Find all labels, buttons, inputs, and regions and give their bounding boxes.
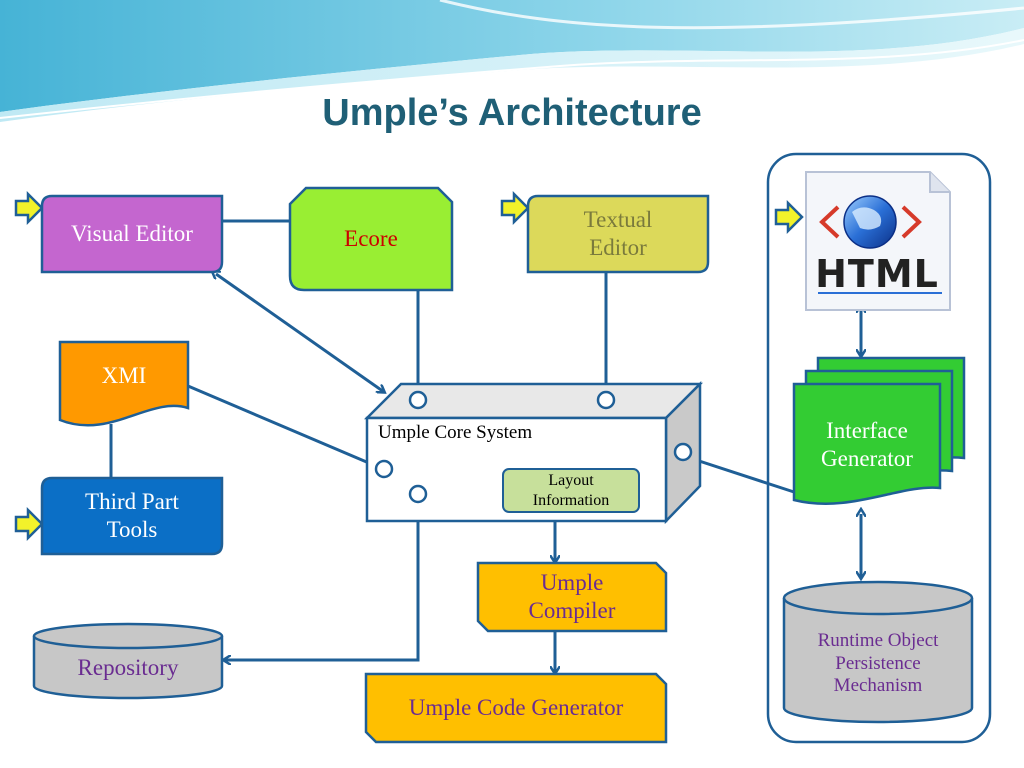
xmi-text: XMI	[101, 363, 147, 389]
input-arrow-textual	[500, 190, 530, 226]
connector-xmi-core	[187, 384, 377, 468]
layout-line2: Information	[532, 491, 610, 509]
third-party-tools-box	[40, 476, 224, 556]
html-logo	[805, 171, 951, 311]
layout-line1: Layout	[548, 472, 594, 490]
textual-editor-line2: Editor	[589, 235, 647, 260]
input-arrow-thirdparty	[14, 506, 44, 542]
port-circles	[374, 390, 693, 504]
connectors	[109, 219, 861, 673]
visual-editor-label: Visual Editor	[42, 196, 222, 272]
third-party-tools-label: Third Part Tools	[42, 478, 222, 554]
code-generator-text: Umple Code Generator	[408, 695, 624, 721]
runtime-line2: Persistence	[835, 652, 921, 674]
interface-generator-stack	[792, 356, 966, 505]
umple-code-generator-box	[364, 672, 668, 744]
slide-title: Umple’s Architecture	[322, 92, 702, 134]
runtime-persistence-cylinder	[782, 580, 974, 724]
interface-generator-label: Interface Generator	[794, 410, 940, 480]
core-system-label: Umple Core System	[378, 422, 533, 443]
umple-compiler-label: Umple Compiler	[478, 563, 666, 631]
xmi-box	[58, 340, 190, 427]
textual-editor-label: Textual Editor	[528, 196, 708, 272]
layout-information-box	[502, 468, 640, 513]
xmi-label: XMI	[60, 352, 188, 400]
third-party-line2: Tools	[106, 517, 158, 542]
interface-line1: Interface	[826, 418, 908, 444]
connector-core-interface	[689, 456, 795, 494]
umple-compiler-box	[476, 561, 668, 633]
textual-editor-box	[526, 194, 710, 274]
header-wave-banner	[0, 0, 1024, 122]
input-arrow-visual	[14, 190, 44, 226]
ecore-text: Ecore	[344, 226, 398, 252]
umple-code-generator-label: Umple Code Generator	[366, 674, 666, 742]
textual-editor-line1: Textual	[583, 207, 653, 233]
runtime-persistence-label: Runtime Object Persistence Mechanism	[784, 624, 972, 704]
runtime-line3: Mechanism	[833, 675, 923, 697]
repository-text: Repository	[77, 655, 179, 681]
connector-visual-core	[216, 274, 384, 392]
compiler-line1: Umple	[540, 570, 604, 596]
runtime-line1: Runtime Object	[817, 629, 939, 651]
compiler-line2: Compiler	[528, 598, 616, 623]
repository-label: Repository	[34, 648, 222, 688]
visual-editor-box	[40, 194, 224, 274]
ecore-box	[288, 186, 454, 292]
ecore-label: Ecore	[290, 188, 452, 290]
third-party-line1: Third Part	[85, 489, 179, 515]
visual-editor-text: Visual Editor	[71, 221, 193, 247]
layout-information-label: Layout Information	[503, 469, 639, 512]
input-arrow-html	[774, 199, 804, 235]
input-arrows	[14, 190, 804, 542]
html-logo-text: HTML	[815, 252, 939, 296]
interface-line2: Generator	[821, 446, 913, 471]
connector-core-repository	[224, 503, 420, 660]
repository-cylinder	[32, 622, 224, 700]
